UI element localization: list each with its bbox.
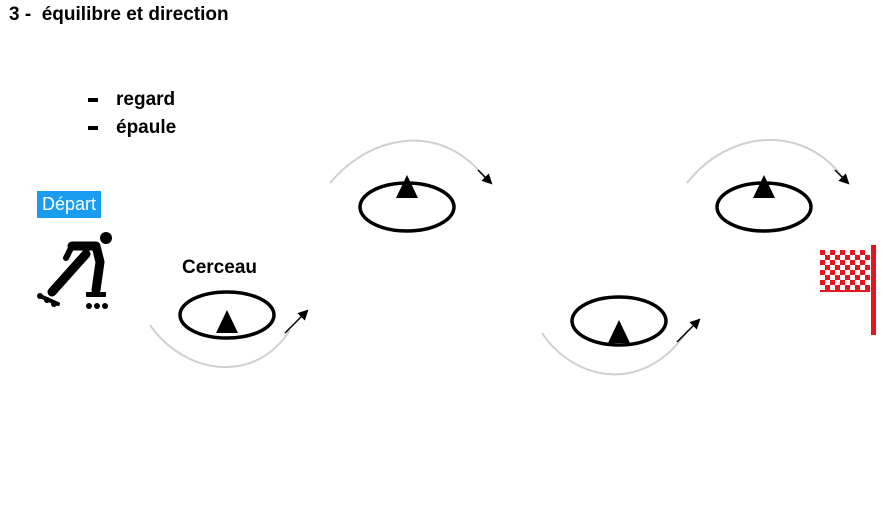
- direction-arrow: [676, 318, 701, 343]
- path-curve: [541, 329, 689, 376]
- bullet-label: regard: [116, 89, 176, 110]
- page-title: 3 - équilibre et direction: [9, 4, 229, 25]
- hoop-3: [541, 295, 701, 376]
- hoop-ring: [178, 290, 276, 340]
- direction-arrow: [834, 169, 850, 185]
- path-curve: [149, 324, 291, 369]
- hoop-label: Cerceau: [182, 257, 257, 278]
- path-curve: [329, 139, 486, 184]
- hoop-4: [686, 138, 850, 233]
- hoop-2: [329, 139, 493, 233]
- instruction-list: regard épaule: [88, 86, 176, 142]
- hoop-ring: [570, 295, 668, 347]
- bullet-label: épaule: [116, 117, 177, 138]
- cone-icon: [608, 320, 630, 343]
- inline-skater-icon: [37, 232, 112, 309]
- dash-icon: [88, 98, 98, 102]
- hoop-1: [149, 290, 309, 369]
- direction-arrow: [477, 169, 493, 185]
- direction-arrow: [284, 309, 309, 334]
- checkered-finish-flag-icon: [820, 245, 876, 335]
- start-badge: Départ: [37, 191, 102, 218]
- bullet-item-epaule: épaule: [88, 114, 176, 142]
- dash-icon: [88, 126, 98, 130]
- cone-icon: [753, 175, 775, 198]
- bullet-item-regard: regard: [88, 86, 176, 114]
- path-curve: [686, 138, 844, 184]
- cone-icon: [396, 175, 418, 198]
- cone-icon: [216, 310, 238, 333]
